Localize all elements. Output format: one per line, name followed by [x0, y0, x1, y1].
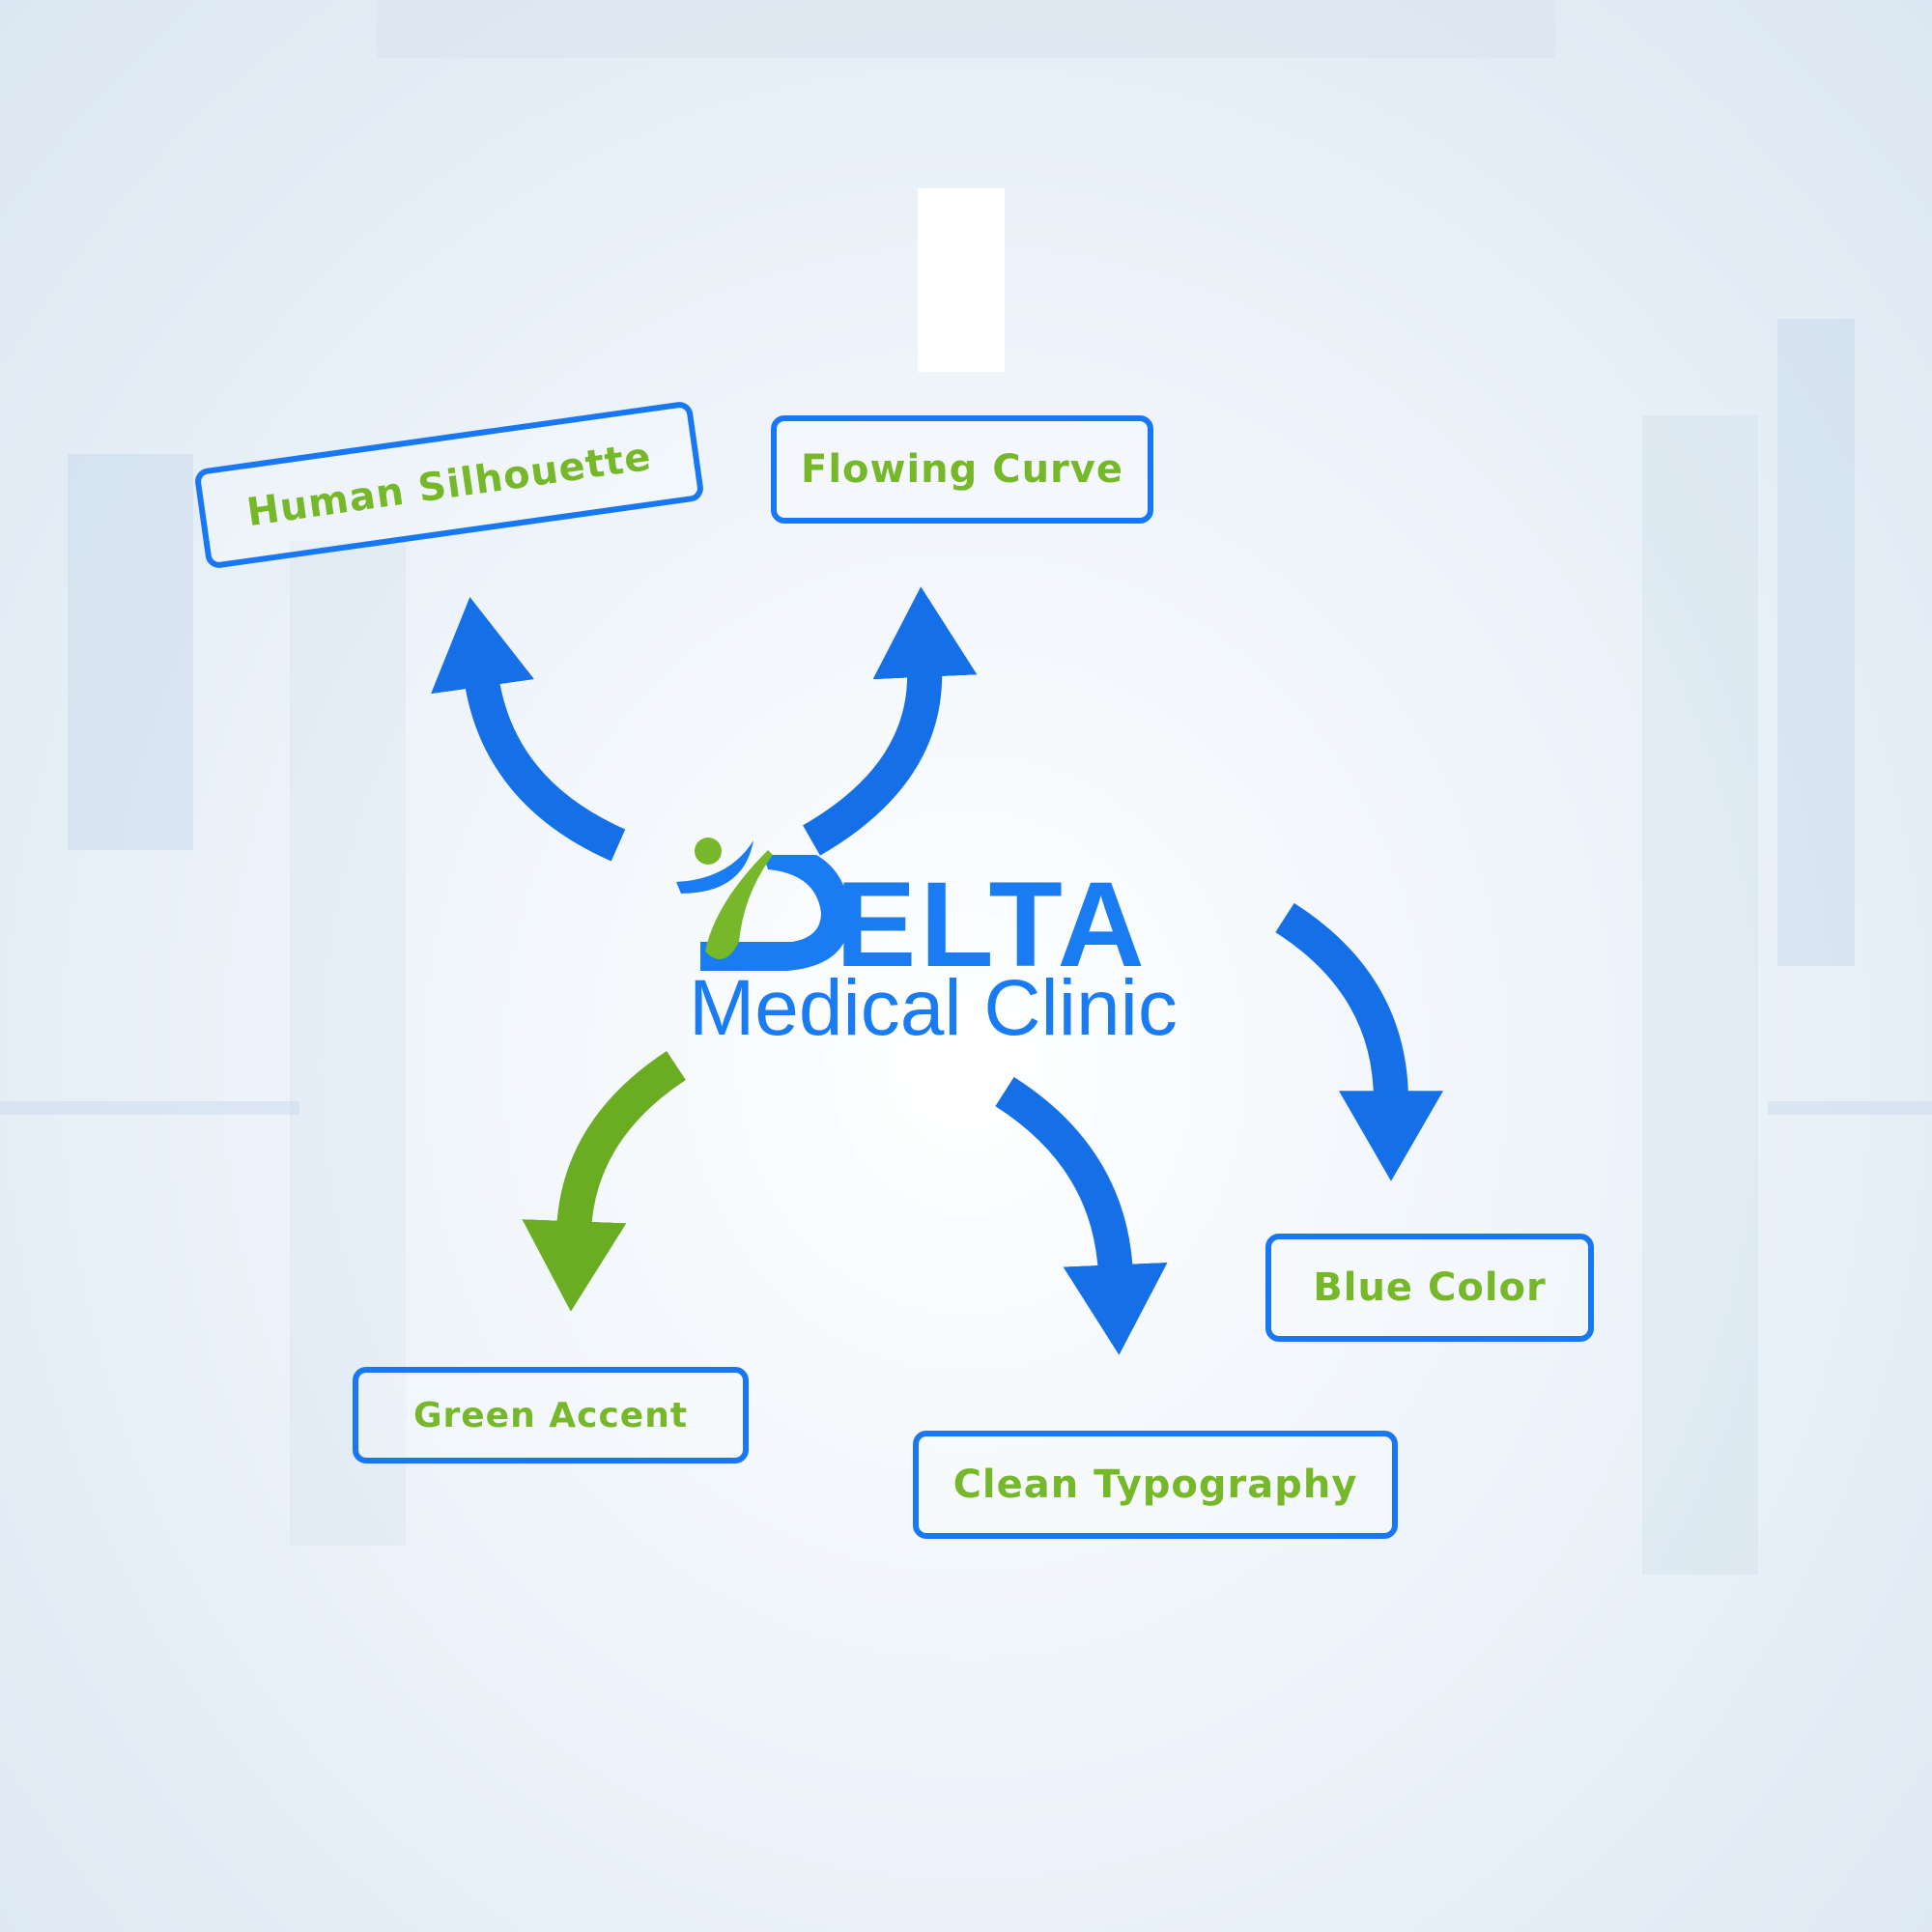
left-wall-panel [68, 454, 193, 850]
label-clean-typography: Clean Typography [913, 1431, 1398, 1539]
label-flowing-curve: Flowing Curve [771, 415, 1153, 524]
logo-subtitle: Medical Clinic [689, 964, 1178, 1052]
arrow-to-human-silhouette [431, 597, 626, 862]
label-blue-color: Blue Color [1265, 1234, 1594, 1342]
arrow-to-green-accent [522, 1050, 687, 1312]
arrow-to-clean-typography [995, 1076, 1168, 1355]
handrail-left [0, 1101, 299, 1115]
delta-medical-clinic-logo: ELTA Medical Clinic [671, 826, 1193, 1048]
arrow-to-flowing-curve [802, 586, 978, 856]
right-door [1642, 415, 1758, 1575]
human-silhouette-d-icon [676, 838, 845, 971]
right-wall-panel [1777, 319, 1855, 966]
corridor-ceiling [377, 0, 1555, 58]
ceiling-light [918, 188, 1005, 372]
logo-delta-text: ELTA [836, 858, 1149, 992]
left-door [290, 541, 406, 1546]
handrail-right [1768, 1101, 1932, 1115]
arrow-to-blue-color [1275, 902, 1443, 1181]
label-green-accent: Green Accent [353, 1367, 749, 1463]
